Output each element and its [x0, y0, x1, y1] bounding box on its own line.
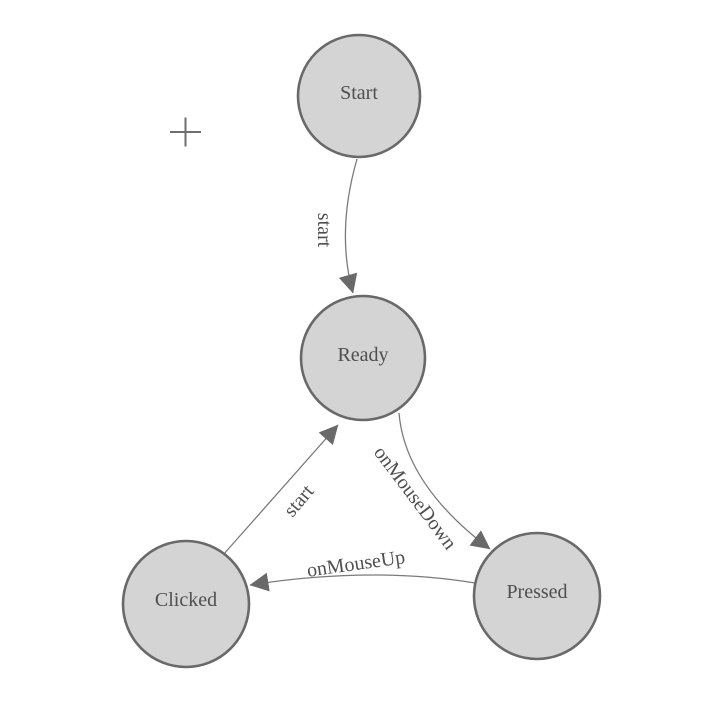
node-clicked[interactable]: Clicked: [121, 539, 251, 669]
node-ready-label: Ready: [337, 344, 388, 366]
node-ready-circle[interactable]: [299, 294, 427, 422]
edge-label-pressed-to-clicked: onMouseUp: [306, 546, 407, 582]
edge-start-to-ready[interactable]: [338, 158, 358, 294]
crosshair-cursor-icon: [170, 117, 201, 147]
node-clicked-circle[interactable]: [121, 539, 251, 669]
edges-layer: [222, 158, 491, 592]
edge-label-ready-to-pressed: onMouseDown: [369, 442, 461, 554]
node-pressed[interactable]: Pressed: [472, 531, 602, 661]
node-pressed-label: Pressed: [506, 581, 567, 603]
node-start[interactable]: Start: [296, 33, 422, 159]
node-start-circle[interactable]: [296, 33, 422, 159]
edge-label-clicked-to-ready: start: [280, 480, 319, 521]
edge-label-start-to-ready: start: [313, 213, 335, 248]
node-ready[interactable]: Ready: [299, 294, 427, 422]
edge-clicked-to-ready[interactable]: [222, 424, 339, 556]
node-clicked-label: Clicked: [155, 589, 217, 611]
node-start-label: Start: [340, 82, 378, 104]
edge-ready-to-pressed[interactable]: [398, 412, 491, 550]
node-pressed-circle[interactable]: [472, 531, 602, 661]
edge-pressed-to-clicked[interactable]: [249, 572, 476, 592]
